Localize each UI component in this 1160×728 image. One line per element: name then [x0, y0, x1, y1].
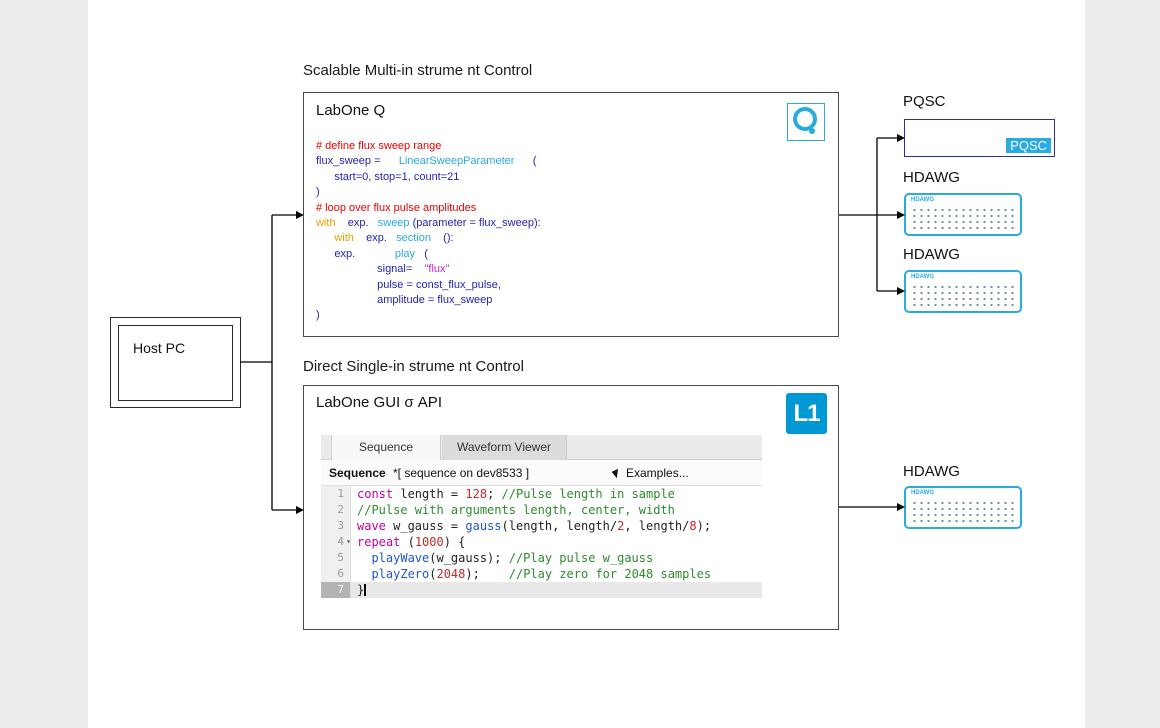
- code-line: ): [316, 309, 320, 322]
- sequencer-widget: Sequence Waveform Viewer Sequence *[ seq…: [321, 435, 762, 598]
- hdawg2-label: HDAWG: [903, 246, 960, 263]
- editor-line[interactable]: 2//Pulse with arguments length, center, …: [321, 502, 762, 518]
- editor-line[interactable]: 6 playZero(2048); //Play zero for 2048 s…: [321, 566, 762, 582]
- code-line: flux_sweep = LinearSweepParameter (: [316, 155, 537, 168]
- editor-line[interactable]: 5 playWave(w_gauss); //Play pulse w_gaus…: [321, 550, 762, 566]
- hdawg2-front-panel-dots: [911, 284, 1015, 307]
- hdawg3-device-box: HDAWG: [904, 486, 1022, 529]
- editor-line[interactable]: 4▾repeat (1000) {: [321, 534, 762, 550]
- labone-q-box: LabOne Q # define flux sweep range flux_s…: [303, 92, 839, 337]
- labone-q-title: LabOne Q: [316, 102, 386, 119]
- hdawg1-panel-label: HDAWG: [911, 197, 934, 203]
- code-line: ): [316, 186, 320, 199]
- host-pc-label: Host PC: [133, 340, 186, 356]
- code-line: pulse = const_flux_pulse,: [316, 278, 501, 291]
- examples-link[interactable]: Examples...: [626, 466, 689, 480]
- pqsc-badge: PQSC: [1006, 138, 1051, 153]
- code-line: amplitude = flux_sweep: [316, 294, 493, 307]
- pqsc-device-box: PQSC: [904, 119, 1055, 157]
- hdawg1-front-panel-dots: [911, 207, 1015, 230]
- editor-line-number: 1: [321, 486, 351, 502]
- host-pc-box: Host PC: [110, 317, 241, 408]
- labone-q-code: # define flux sweep range flux_sweep = Li…: [316, 139, 541, 324]
- hdawg1-device-box: HDAWG: [904, 193, 1022, 236]
- code-line: with exp. section ():: [334, 232, 454, 245]
- labone-gui-title: LabOne GUI σ API: [316, 394, 442, 411]
- code-line: signal= "flux": [316, 263, 450, 276]
- code-line: # loop over flux pulse amplitudes: [316, 201, 477, 214]
- editor-line-number: 4▾: [321, 534, 351, 550]
- host-pc-screen: Host PC: [118, 325, 233, 401]
- hdawg3-panel-label: HDAWG: [911, 490, 934, 496]
- editor-line[interactable]: 7}: [321, 582, 762, 598]
- labone-gui-box: LabOne GUI σ API L1 Sequence Waveform Vi…: [303, 385, 839, 630]
- tab-waveform-viewer[interactable]: Waveform Viewer: [442, 435, 567, 460]
- editor-line-number: 5: [321, 550, 351, 566]
- pqsc-label: PQSC: [903, 93, 946, 110]
- labone-l1-logo-icon: L1: [786, 393, 827, 434]
- tab-bar: Sequence Waveform Viewer: [321, 435, 762, 460]
- code-line: start=0, stop=1, count=21: [316, 170, 460, 183]
- hdawg1-label: HDAWG: [903, 169, 960, 186]
- sequence-file-selector[interactable]: *[ sequence on dev8533 ]: [393, 466, 530, 480]
- fold-marker-icon[interactable]: ▾: [346, 537, 351, 546]
- section-title-multi-instrument: Scalable Multi-in strume nt Control: [303, 62, 533, 79]
- text-caret: [364, 584, 367, 596]
- labone-q-logo-icon: [787, 103, 825, 141]
- tab-sequence[interactable]: Sequence: [331, 435, 441, 460]
- hdawg3-front-panel-dots: [911, 500, 1015, 523]
- editor-line-number: 6: [321, 566, 351, 582]
- code-line: with exp. sweep (parameter = flux_sweep)…: [316, 217, 541, 230]
- code-line: # define flux sweep range: [316, 140, 442, 152]
- editor-line-number: 7: [321, 582, 351, 598]
- section-title-single-instrument: Direct Single-in strume nt Control: [303, 358, 524, 375]
- cursor-arrow-icon: [611, 468, 622, 480]
- code-line: exp. play (: [316, 247, 428, 260]
- editor-line-number: 3: [321, 518, 351, 534]
- hdawg2-panel-label: HDAWG: [911, 274, 934, 280]
- sequence-header-title: Sequence: [329, 466, 386, 480]
- sequence-header: Sequence *[ sequence on dev8533 ] Exampl…: [321, 460, 762, 486]
- hdawg2-device-box: HDAWG: [904, 270, 1022, 313]
- hdawg3-label: HDAWG: [903, 463, 960, 480]
- editor-line-number: 2: [321, 502, 351, 518]
